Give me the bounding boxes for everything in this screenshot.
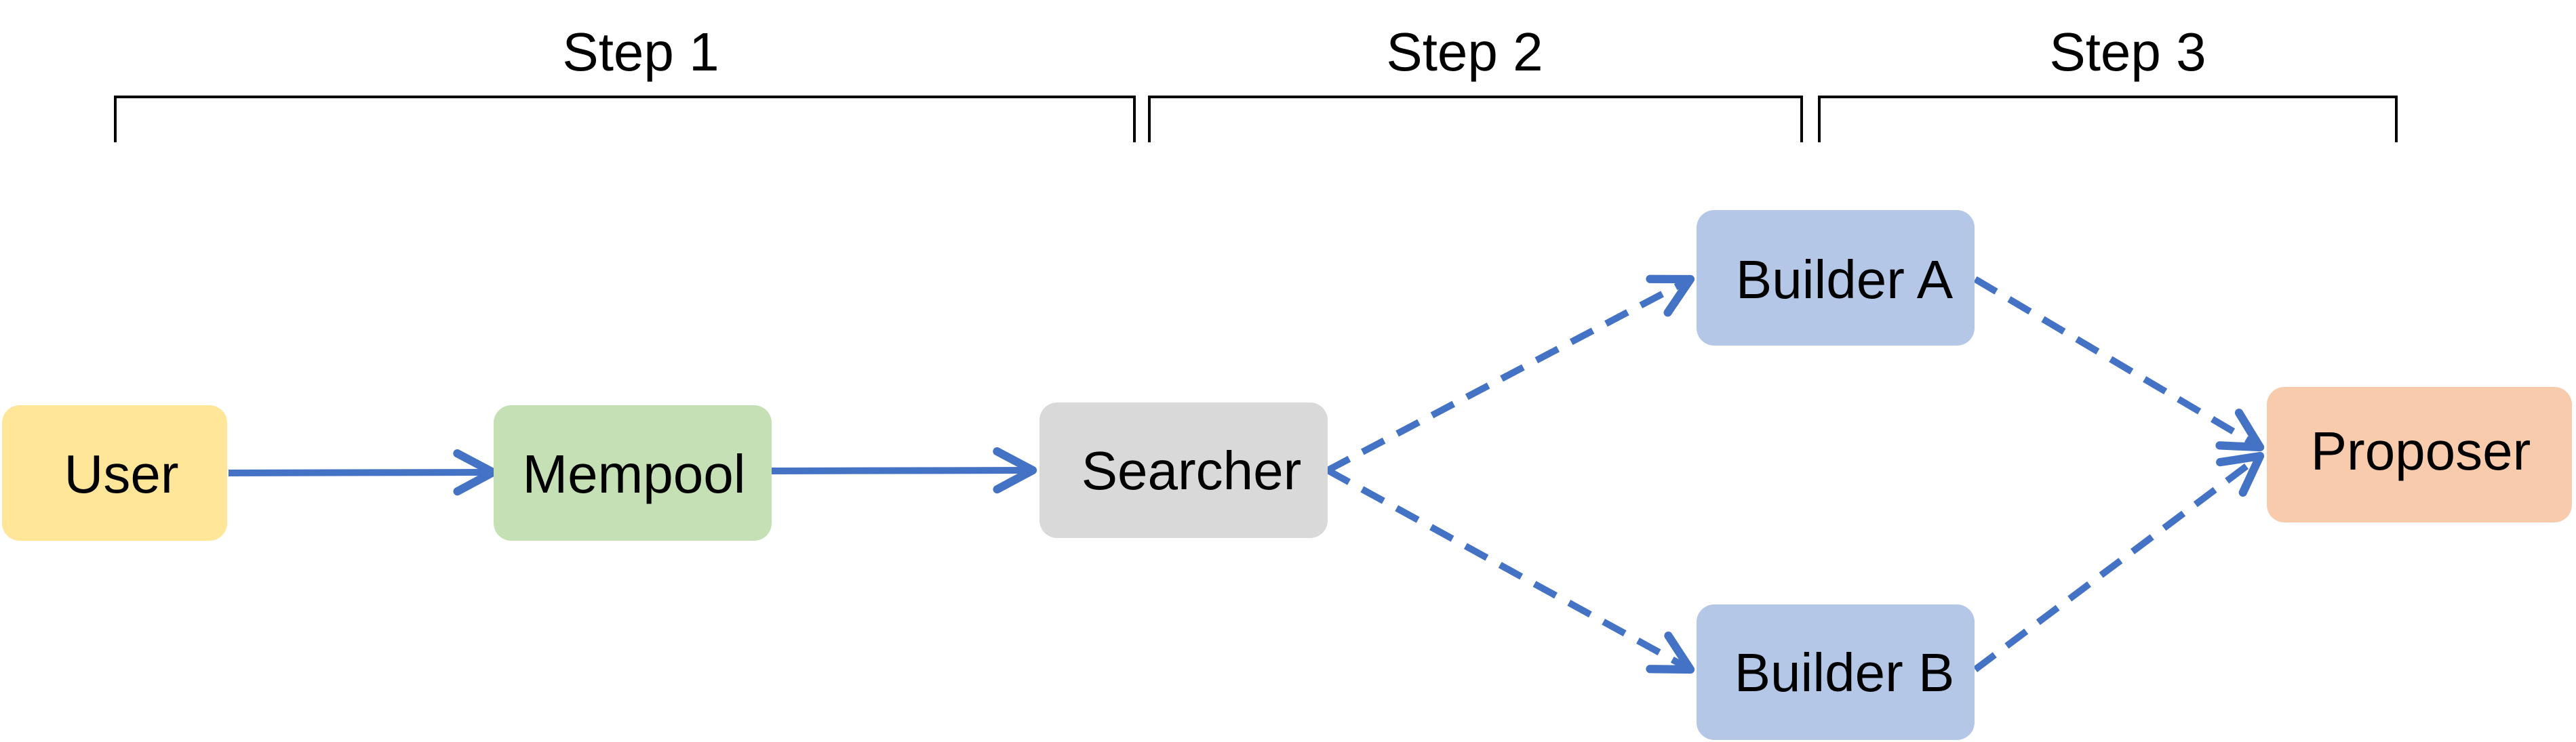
step-3-bracket-line [1819, 97, 2396, 142]
step-bracket-2: Step 2 [1149, 22, 1802, 142]
edge-mempool-to-searcher [772, 470, 1033, 471]
step-1-label: Step 1 [562, 22, 719, 82]
searcher-label: Searcher [1082, 440, 1302, 501]
step-bracket-1: Step 1 [115, 22, 1134, 142]
edge-searcher-to-builder-a [1328, 279, 1690, 470]
proposer-label: Proposer [2311, 421, 2531, 481]
step-3-label: Step 3 [2049, 22, 2206, 82]
node-user: User [2, 405, 227, 541]
step-2-label: Step 2 [1386, 22, 1543, 82]
builder-a-label: Builder A [1736, 249, 1954, 310]
user-label: User [64, 444, 179, 504]
edge-searcher-to-builder-b [1328, 470, 1690, 669]
step-1-bracket-line [115, 97, 1134, 142]
node-proposer: Proposer [2267, 387, 2572, 522]
step-2-bracket-line [1149, 97, 1802, 142]
step-bracket-3: Step 3 [1819, 22, 2396, 142]
edge-user-to-mempool [229, 472, 493, 473]
node-builder-a: Builder A [1697, 210, 1975, 346]
builder-b-label: Builder B [1735, 642, 1955, 703]
edge-builder-b-to-proposer [1975, 456, 2260, 669]
node-mempool: Mempool [494, 405, 772, 541]
node-searcher: Searcher [1039, 403, 1328, 538]
node-builder-b: Builder B [1697, 604, 1975, 740]
mempool-label: Mempool [522, 444, 745, 504]
edge-builder-a-to-proposer [1975, 279, 2260, 447]
